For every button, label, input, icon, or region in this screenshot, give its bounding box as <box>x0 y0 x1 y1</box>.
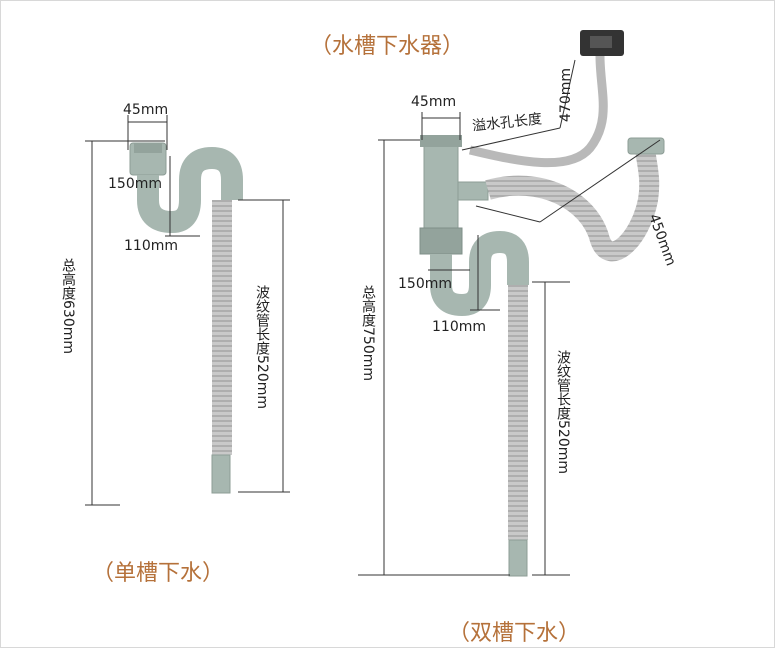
double-branch <box>457 181 489 201</box>
main-title: （水槽下水器） <box>310 34 465 59</box>
single-hose-tail <box>211 454 231 494</box>
double-width-label: 45mm <box>411 94 457 110</box>
single-strainer-thread <box>134 143 162 153</box>
double-main-collar <box>420 135 462 147</box>
single-sink-trap <box>129 142 243 494</box>
single-s-bend <box>137 146 243 234</box>
single-hose-length-label: 波纹管长度520mm <box>254 285 270 409</box>
single-bend-height-label: 150mm <box>108 176 162 192</box>
double-s-bend <box>430 230 529 317</box>
overflow-length-value: 470mm <box>558 68 574 122</box>
double-hose-length-label: 波纹管长度520mm <box>555 350 571 474</box>
single-sink-title: （单槽下水） <box>92 561 225 586</box>
side-hose <box>485 144 660 262</box>
double-hose <box>508 285 528 540</box>
double-dimension-lines <box>358 59 661 576</box>
double-bend-width-label: 110mm <box>432 319 486 335</box>
double-sink-title: （双槽下水） <box>448 621 581 646</box>
double-main-pipe <box>423 139 459 241</box>
double-bend-height-label: 150mm <box>398 276 452 292</box>
single-bend-width-label: 110mm <box>124 238 178 254</box>
single-dimension-lines <box>85 115 290 506</box>
overflow-slot <box>590 36 612 48</box>
double-sink-trap <box>419 30 665 577</box>
double-total-height-label: 总高度750mm <box>360 285 376 381</box>
overflow-hose <box>468 55 608 168</box>
double-main-nut <box>419 227 463 255</box>
single-total-height-label: 总高度630mm <box>60 258 76 354</box>
second-strainer <box>627 137 665 155</box>
single-hose <box>212 200 232 455</box>
single-width-label: 45mm <box>123 102 169 118</box>
double-hose-tail <box>508 539 528 577</box>
